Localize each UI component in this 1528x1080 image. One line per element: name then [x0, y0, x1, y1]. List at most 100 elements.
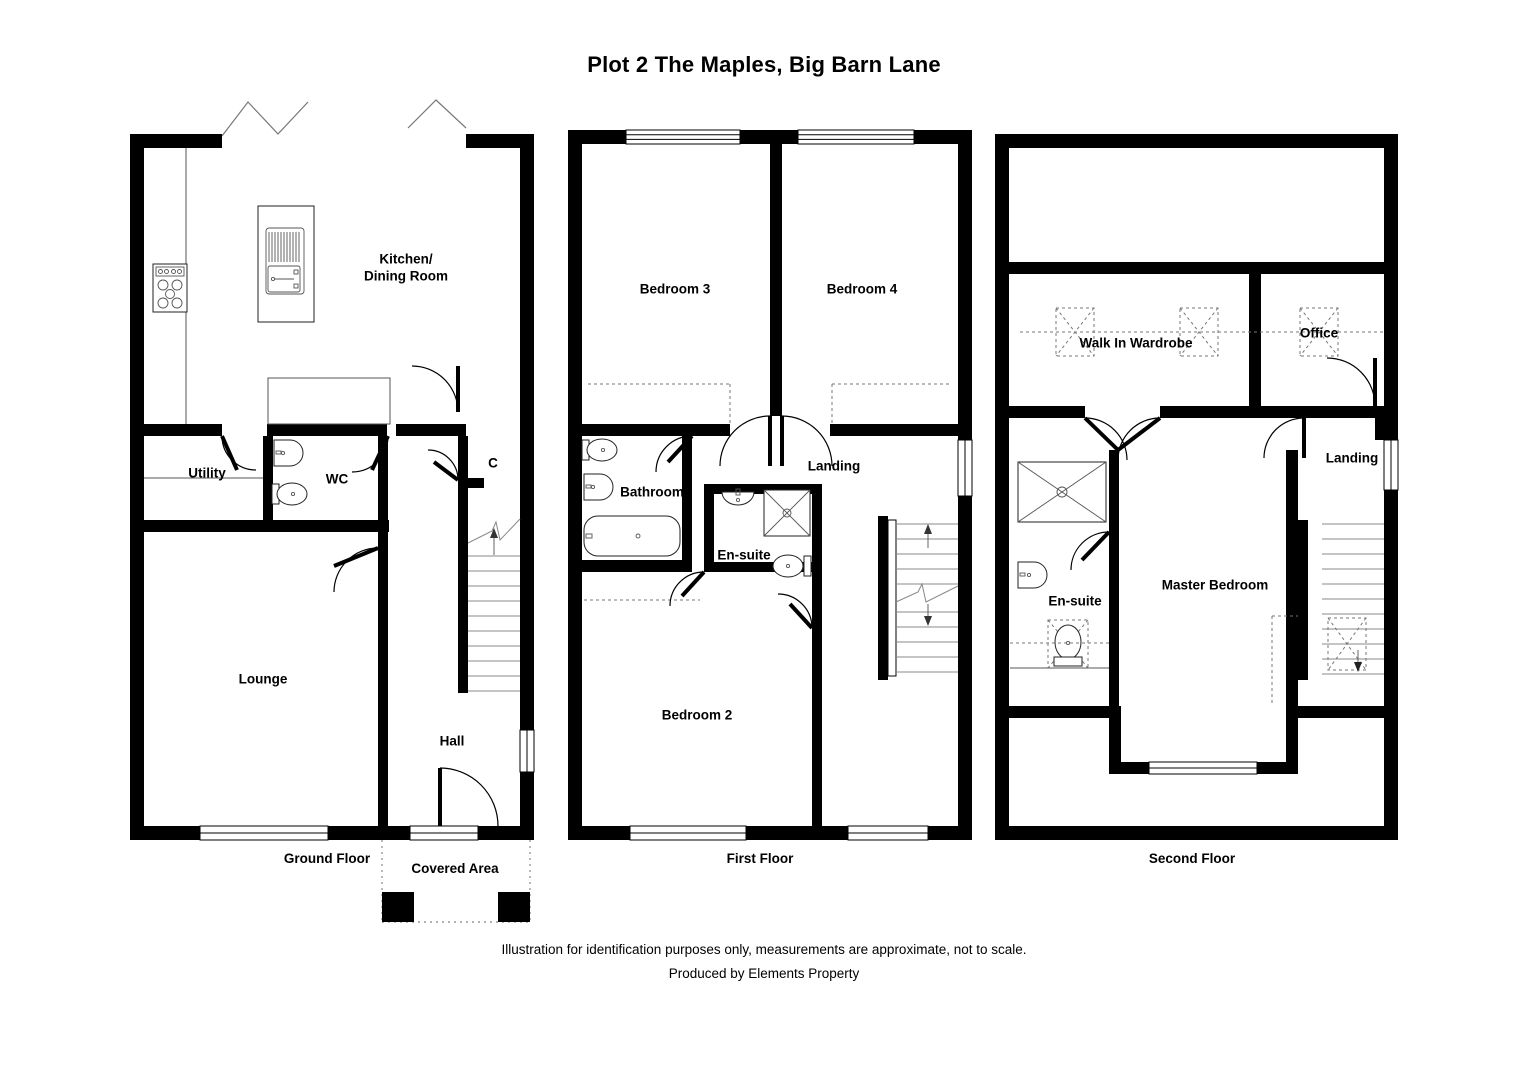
wall-office-left [1249, 274, 1261, 410]
wall-left-f1 [568, 130, 582, 840]
room-label-landing-f1: Landing [808, 459, 861, 474]
toilet-icon-wc [271, 482, 308, 506]
room-label-dining: Dining Room [364, 269, 448, 284]
wall-master-right [1286, 450, 1298, 718]
room-label-office: Office [1300, 326, 1339, 341]
room-label-ensuite-f1: En-suite [717, 548, 771, 563]
wall-ensuite-top [704, 484, 822, 494]
rooflight-icon-stair [1327, 617, 1367, 671]
wall-office-bottom [1304, 406, 1384, 418]
stair-wall [878, 516, 888, 680]
stair-wall-f2 [1298, 520, 1308, 680]
wall-top-b [740, 130, 798, 144]
window-bed3 [625, 129, 741, 145]
basin-icon-bathroom [583, 473, 614, 501]
wall-utility-top [144, 424, 222, 436]
bay-roof-left-icon [221, 101, 309, 137]
shower-icon-ensuite-f1 [763, 489, 811, 537]
pillar-right [498, 892, 530, 922]
pillar-left [382, 892, 414, 922]
wall-stair-left [458, 488, 468, 693]
wall-bed2-right [812, 572, 822, 826]
rooflight-icon-1 [1055, 307, 1095, 357]
wall-lounge-right [378, 532, 388, 826]
room-label-master: Master Bedroom [1162, 578, 1269, 593]
wall-ensuite-bottom-f2 [1009, 706, 1119, 718]
room-label-utility: Utility [188, 466, 226, 481]
wall-top-c [914, 130, 972, 144]
wall-right [520, 134, 534, 840]
footer-disclaimer: Illustration for identification purposes… [501, 942, 1027, 957]
wall-ensuite-right-f2 [1109, 450, 1119, 715]
second-floor-plan: Walk In Wardrobe Office Landing En-suite… [995, 134, 1399, 866]
door-kitchen-hall [411, 365, 460, 413]
room-label-wc: WC [326, 472, 349, 487]
room-label-cupboard: C [488, 456, 498, 471]
wall-bed4-bottom [830, 424, 958, 436]
room-label-hall: Hall [440, 734, 465, 749]
room-label-lounge: Lounge [239, 672, 288, 687]
wall-top-right [466, 134, 534, 148]
door-ensuite-f2 [1070, 530, 1111, 571]
door-lounge [333, 546, 379, 593]
toilet-icon-f2 [1047, 619, 1089, 669]
basin-icon-f2 [1017, 561, 1048, 589]
sink-icon [257, 205, 315, 323]
door-bed2 [777, 593, 814, 630]
floor-caption-second: Second Floor [1149, 851, 1236, 866]
wall-left-f2 [995, 134, 1009, 840]
wall-master-bottom-r [1286, 706, 1396, 718]
wall-master-bay-l [1109, 706, 1121, 774]
wall-wardrobe-bottom-a [1009, 406, 1085, 418]
wall-wc-right [378, 436, 388, 532]
toilet-icon-ensuite-f1 [772, 554, 812, 578]
wall-hall-top [396, 424, 466, 436]
door-bathroom [655, 434, 694, 473]
room-label-wardrobe: Walk In Wardrobe [1079, 336, 1193, 351]
page-title: Plot 2 The Maples, Big Barn Lane [587, 52, 941, 77]
toilet-icon-bathroom [581, 438, 618, 462]
staircase-icon-second [1298, 520, 1384, 680]
room-label-landing-f2: Landing [1326, 451, 1379, 466]
stair-rail [887, 519, 897, 677]
door-wc [351, 435, 390, 473]
wall-bed3-bed4 [770, 144, 782, 416]
ground-floor-plan: Kitchen/ Dining Room Utility WC C Lounge… [130, 99, 535, 924]
basin-icon-ensuite-f1 [721, 488, 755, 506]
bay-roof-right-icon [407, 99, 467, 129]
wall-bathroom-bottom [582, 560, 690, 572]
shower-icon-f2 [1017, 461, 1107, 523]
window-bed4 [797, 129, 915, 145]
wall-bathroom-right [682, 436, 692, 572]
wall-utility-bottom [144, 520, 389, 532]
staircase-icon-ground [467, 518, 521, 692]
wall-top-a [568, 130, 626, 144]
room-label-bed4: Bedroom 4 [827, 282, 898, 297]
door-utility [220, 435, 257, 471]
door-front [438, 767, 499, 827]
wall-landing-nib [1375, 406, 1384, 440]
floor-caption-covered-area: Covered Area [411, 861, 499, 876]
wall-top-left [130, 134, 222, 148]
door-bed4 [780, 415, 833, 467]
wall-wc-left [263, 436, 273, 522]
door-landing-f2 [1263, 417, 1306, 459]
wall-bed3-bottom [582, 424, 730, 436]
hob-icon [152, 263, 188, 313]
wall-ensuite-left [704, 484, 714, 572]
floor-caption-first: First Floor [727, 851, 794, 866]
rooflight-icon-2 [1179, 307, 1219, 357]
bathtub-icon [583, 515, 681, 557]
room-label-kitchen: Kitchen/ [379, 252, 433, 267]
wall-top-f2 [995, 134, 1398, 148]
floor-caption-ground: Ground Floor [284, 851, 371, 866]
door-bed3 [719, 415, 772, 467]
covered-area [381, 840, 531, 924]
rooflight-icon-3 [1299, 307, 1339, 357]
kitchen-counter-icon [267, 377, 391, 425]
first-floor-plan: Bedroom 3 Bedroom 4 Landing Bathroom En-… [568, 129, 973, 866]
room-label-ensuite-f2: En-suite [1048, 594, 1102, 609]
basin-icon-wc [273, 439, 304, 467]
wall-master-bay-r [1286, 706, 1298, 774]
door-cupboard [427, 449, 460, 482]
